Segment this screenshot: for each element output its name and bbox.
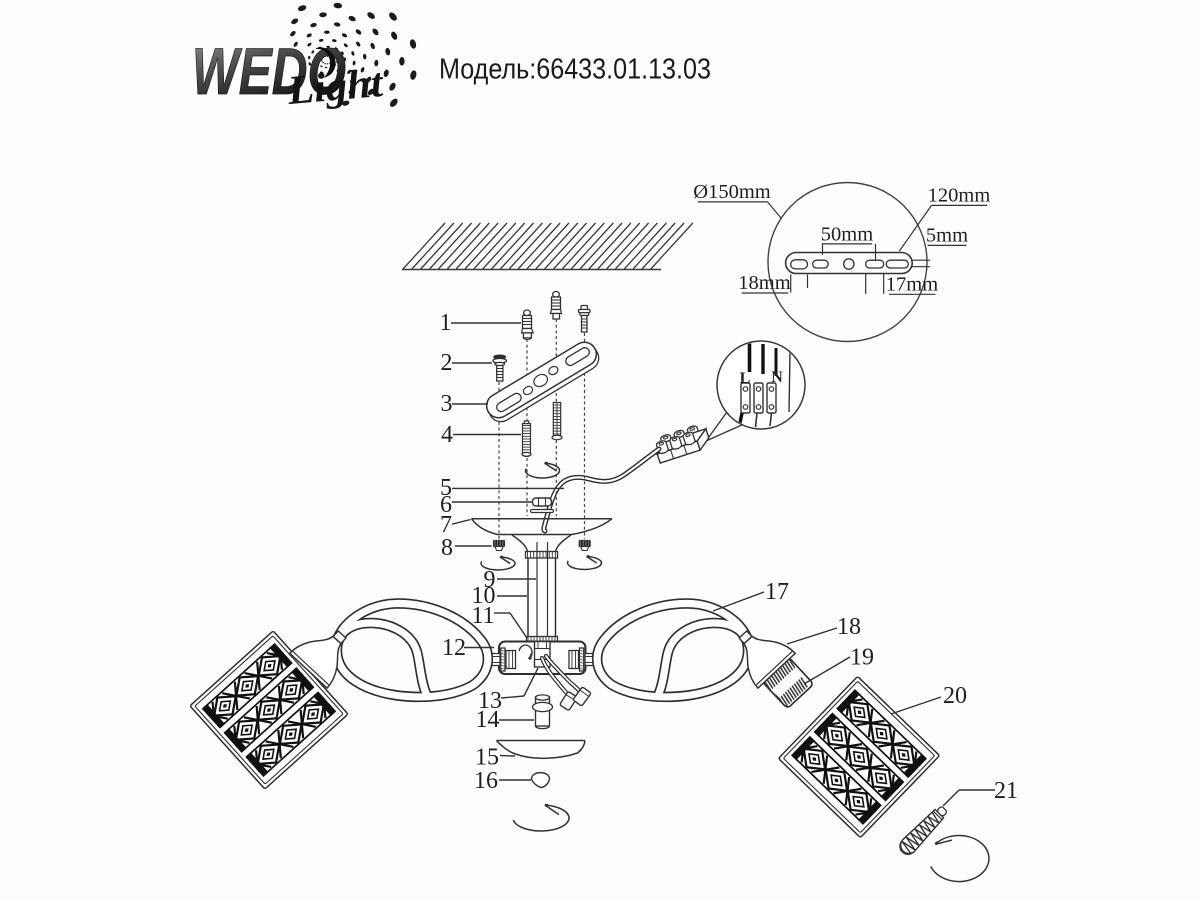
svg-text:7: 7: [440, 512, 452, 538]
svg-text:20: 20: [943, 683, 967, 709]
svg-text:Модель:66433.01.13.03: Модель:66433.01.13.03: [439, 54, 711, 86]
svg-text:14: 14: [476, 707, 500, 733]
svg-text:5mm: 5mm: [926, 225, 968, 247]
svg-text:10: 10: [472, 583, 496, 609]
svg-text:N: N: [771, 369, 783, 386]
svg-text:Ø150mm: Ø150mm: [693, 181, 771, 203]
svg-text:L: L: [740, 370, 751, 387]
svg-text:1: 1: [440, 310, 452, 336]
svg-text:8: 8: [441, 535, 453, 561]
svg-text:16: 16: [474, 768, 498, 794]
svg-text:6: 6: [440, 492, 452, 518]
svg-text:WEDO: WEDO: [192, 34, 346, 108]
svg-text:19: 19: [850, 645, 874, 671]
svg-text:2: 2: [441, 350, 453, 376]
svg-text:50mm: 50mm: [821, 224, 873, 246]
svg-text:Light: Light: [285, 59, 386, 113]
svg-text:18: 18: [837, 614, 861, 640]
svg-text:11: 11: [471, 603, 494, 629]
svg-text:17: 17: [765, 579, 789, 605]
svg-text:9: 9: [484, 567, 496, 593]
svg-text:3: 3: [441, 391, 453, 417]
svg-text:21: 21: [994, 778, 1018, 804]
svg-text:120mm: 120mm: [928, 185, 991, 207]
svg-text:4: 4: [441, 422, 453, 448]
svg-text:18mm: 18mm: [738, 272, 790, 294]
svg-text:17mm: 17mm: [886, 274, 938, 296]
svg-text:12: 12: [442, 635, 466, 661]
svg-text:15: 15: [475, 745, 499, 771]
svg-text:5: 5: [440, 475, 452, 501]
svg-text:13: 13: [478, 688, 502, 714]
